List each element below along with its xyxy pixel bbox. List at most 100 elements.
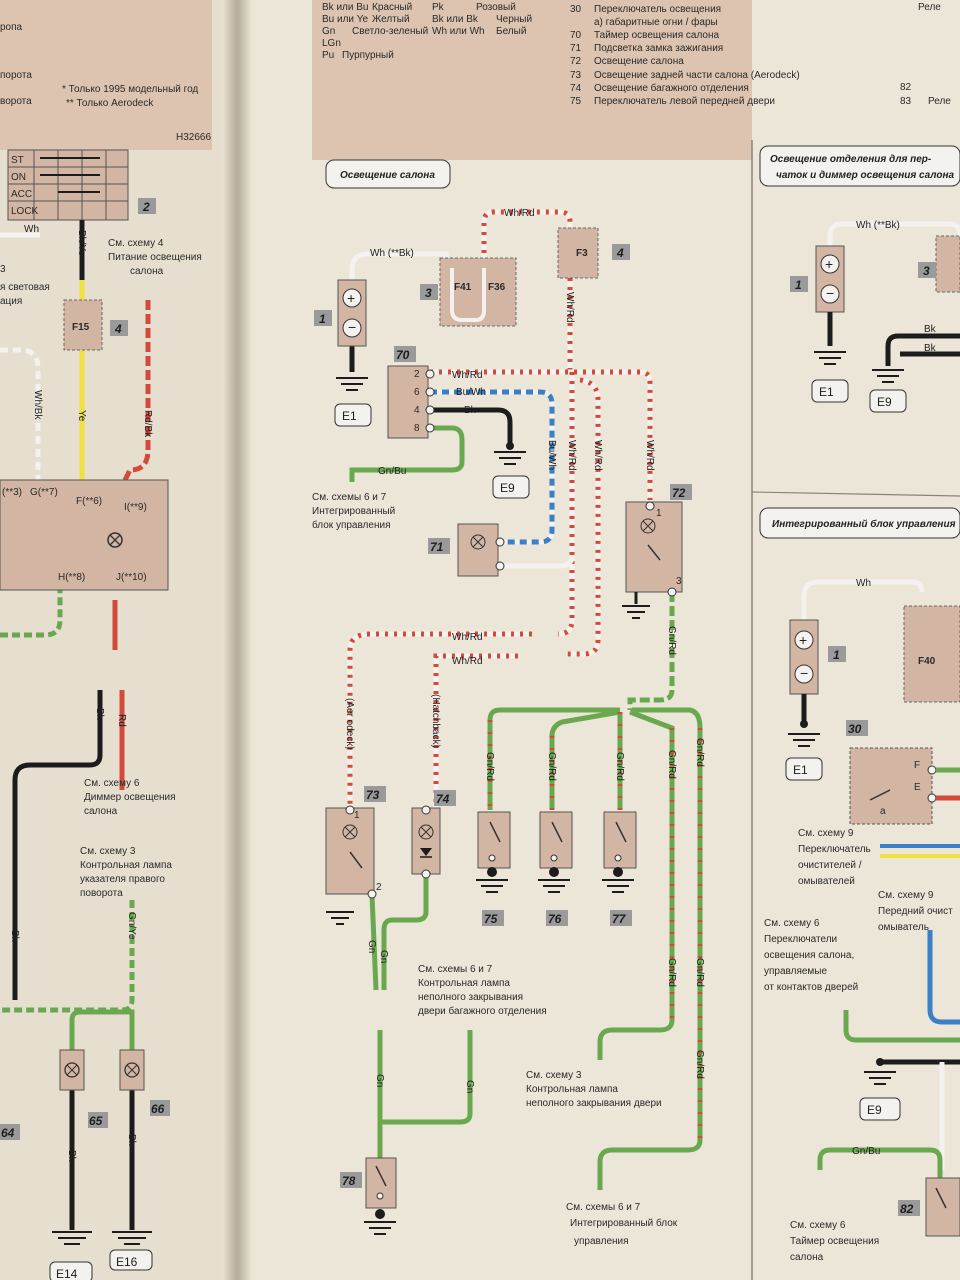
svg-text:Освещение багажного отделения: Освещение багажного отделения bbox=[594, 82, 749, 94]
svg-text:72: 72 bbox=[570, 56, 582, 67]
wire-label: Bk bbox=[94, 708, 105, 721]
svg-text:75: 75 bbox=[570, 96, 582, 107]
number-box: 73 bbox=[364, 786, 386, 802]
ignition-switch: ST ON ACC LOCK bbox=[7, 149, 129, 221]
svg-text:E1: E1 bbox=[342, 409, 357, 423]
svg-text:4: 4 bbox=[616, 246, 624, 260]
wire-label: Ye bbox=[76, 410, 87, 422]
svg-text:Белый: Белый bbox=[496, 26, 526, 37]
footnote: * Только 1995 модельный год bbox=[62, 84, 198, 95]
number-box: 1 bbox=[314, 310, 332, 326]
wire-label: Gn bbox=[378, 950, 389, 963]
svg-text:Gn: Gn bbox=[322, 26, 335, 37]
wire-red bbox=[112, 600, 125, 790]
note-line: омыватель bbox=[878, 922, 929, 933]
note-line: См. схемы 6 и 7 bbox=[566, 1202, 641, 1213]
svg-text:1: 1 bbox=[795, 278, 802, 292]
wire-label: Bk bbox=[924, 343, 937, 354]
wire-green-blue bbox=[817, 1147, 943, 1178]
svg-text:78: 78 bbox=[342, 1174, 356, 1188]
number-box: 64 bbox=[0, 1124, 20, 1140]
note-line: ация bbox=[0, 296, 22, 307]
svg-text:F36: F36 bbox=[488, 282, 506, 293]
svg-text:Интегрированный блок управлени: Интегрированный блок управления bbox=[772, 518, 956, 530]
svg-text:3: 3 bbox=[425, 286, 432, 300]
fuse-f3: F3 bbox=[557, 227, 599, 279]
svg-text:+: + bbox=[825, 256, 833, 272]
wire-label: Wh/Rd bbox=[452, 656, 483, 667]
note-line: управления bbox=[574, 1236, 629, 1247]
switch-82 bbox=[925, 1177, 960, 1237]
svg-text:Светло-зеленый: Светло-зеленый bbox=[352, 26, 428, 37]
ground-symbol: E9 bbox=[859, 1058, 901, 1121]
note-line: Диммер освещения bbox=[84, 792, 176, 803]
lamp-72: 1 3 bbox=[622, 501, 683, 619]
svg-text:2: 2 bbox=[376, 882, 382, 893]
switch-78 bbox=[364, 1157, 397, 1235]
wire-green bbox=[381, 876, 429, 990]
note-line: Контрольная лампа bbox=[80, 860, 172, 871]
svg-text:Bk или Bk: Bk или Bk bbox=[432, 14, 479, 25]
wire-label: Gn/Bu bbox=[378, 466, 406, 477]
wire-green bbox=[843, 1010, 960, 1043]
book-spine bbox=[222, 0, 252, 1280]
wire-label: Gn bbox=[464, 1080, 475, 1093]
wire-black bbox=[12, 690, 103, 1000]
wire-white-71 bbox=[500, 555, 575, 569]
svg-text:LGn: LGn bbox=[322, 38, 341, 49]
svg-text:а) габаритные огни / фары: а) габаритные огни / фары bbox=[594, 16, 718, 28]
number-box: 3 bbox=[918, 262, 936, 278]
svg-text:F41: F41 bbox=[454, 282, 472, 293]
ignition-row-label: ST bbox=[11, 155, 24, 166]
svg-text:E9: E9 bbox=[500, 481, 515, 495]
svg-text:75: 75 bbox=[484, 912, 498, 926]
wire-green-blue bbox=[349, 425, 465, 482]
wire-label: Wh/Rd bbox=[566, 440, 577, 471]
number-box: 72 bbox=[670, 484, 692, 500]
note-line: Таймер освещения bbox=[790, 1236, 879, 1247]
svg-text:а: а bbox=[880, 806, 886, 817]
battery-1: + − bbox=[337, 279, 367, 347]
note-line: Передний очист bbox=[878, 906, 953, 917]
svg-text:70: 70 bbox=[570, 30, 582, 41]
pin-label: (**3) bbox=[2, 487, 22, 498]
number-box: 75 bbox=[482, 910, 504, 926]
svg-text:E9: E9 bbox=[877, 395, 892, 409]
svg-text:30: 30 bbox=[848, 722, 862, 736]
lamp-66 bbox=[119, 1049, 145, 1091]
svg-text:Bu или Ye: Bu или Ye bbox=[322, 14, 369, 25]
svg-text:Красный: Красный bbox=[372, 2, 412, 13]
svg-text:Желтый: Желтый bbox=[372, 14, 410, 25]
note-line: блок управления bbox=[312, 519, 390, 531]
wire-black bbox=[885, 333, 960, 366]
lamp-74 bbox=[411, 805, 441, 879]
svg-text:Розовый: Розовый bbox=[476, 2, 516, 13]
svg-text:70: 70 bbox=[396, 348, 410, 362]
number-box: 76 bbox=[546, 910, 568, 926]
wire-white bbox=[827, 221, 960, 246]
ground-symbol: E16 bbox=[109, 1231, 153, 1271]
svg-text:72: 72 bbox=[672, 486, 686, 500]
note-line: Контрольная лампа bbox=[526, 1084, 618, 1095]
svg-text:4: 4 bbox=[414, 405, 420, 416]
pin-label: F(**6) bbox=[76, 496, 102, 507]
svg-text:65: 65 bbox=[89, 1114, 103, 1128]
wire-label: (Hatchback) bbox=[430, 694, 441, 748]
ignition-row-label: ACC bbox=[11, 189, 32, 200]
svg-text:30: 30 bbox=[570, 4, 582, 15]
wire-green-red bbox=[627, 592, 675, 710]
wire-label: Gn/Bu bbox=[852, 1146, 880, 1157]
svg-text:64: 64 bbox=[1, 1126, 15, 1140]
center-banner bbox=[312, 0, 752, 160]
svg-text:3: 3 bbox=[923, 264, 930, 278]
svg-text:Pk: Pk bbox=[432, 2, 445, 13]
svg-text:Пурпурный: Пурпурный bbox=[342, 50, 394, 61]
ignition-row-label: ON bbox=[11, 172, 26, 183]
wire-label: Bk/Ye bbox=[76, 230, 87, 256]
svg-text:82: 82 bbox=[900, 1202, 914, 1216]
note-line: См. схемы 6 и 7 bbox=[418, 964, 493, 975]
svg-text:71: 71 bbox=[430, 540, 444, 554]
svg-text:1: 1 bbox=[319, 312, 326, 326]
note-line: неполного закрывания bbox=[418, 992, 523, 1003]
svg-text:F: F bbox=[914, 760, 920, 771]
